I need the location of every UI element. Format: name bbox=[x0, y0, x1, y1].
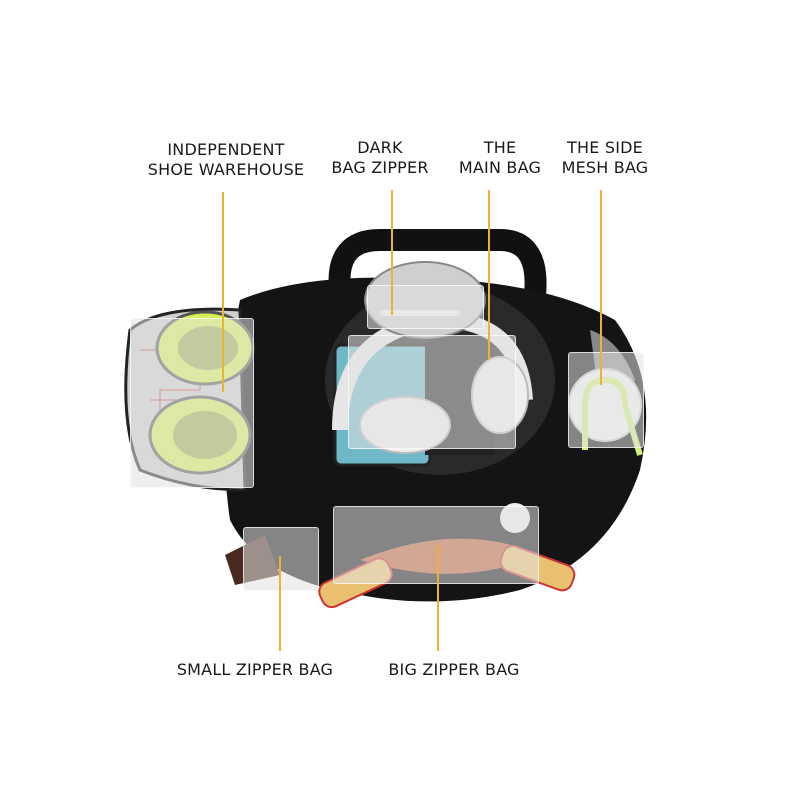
label-big-zipper-bag: BIG ZIPPER BAG bbox=[384, 660, 524, 680]
label-side-mesh-bag: THE SIDE MESH BAG bbox=[555, 138, 655, 178]
label-side-mesh-line1: THE SIDE bbox=[567, 138, 643, 157]
highlight-dark-zipper bbox=[367, 285, 484, 329]
highlight-big-zipper bbox=[333, 506, 539, 584]
highlight-shoe bbox=[130, 318, 254, 488]
label-dark-bag-zipper: DARK BAG ZIPPER bbox=[325, 138, 435, 178]
bag-handle bbox=[328, 229, 547, 296]
leader-line-main-bag bbox=[488, 190, 490, 360]
label-shoe-warehouse: INDEPENDENT SHOE WAREHOUSE bbox=[140, 140, 312, 180]
leader-line-side-mesh bbox=[600, 190, 602, 385]
highlight-main-bag bbox=[348, 335, 516, 449]
label-main-bag: THE MAIN BAG bbox=[450, 138, 550, 178]
label-shoe-line2: SHOE WAREHOUSE bbox=[147, 160, 305, 179]
leader-line-big-zipper bbox=[437, 545, 439, 651]
label-dark-zipper-line1: DARK bbox=[357, 138, 403, 157]
leader-line-shoe bbox=[222, 192, 224, 392]
label-shoe-line1: INDEPENDENT bbox=[167, 140, 285, 159]
leader-line-small-zipper bbox=[279, 556, 281, 651]
label-small-zipper-line1: SMALL ZIPPER BAG bbox=[176, 660, 334, 679]
highlight-small-zipper bbox=[243, 527, 319, 591]
leader-line-dark-zipper bbox=[391, 190, 393, 315]
label-small-zipper-bag: SMALL ZIPPER BAG bbox=[170, 660, 340, 680]
label-side-mesh-line2: MESH BAG bbox=[561, 158, 649, 177]
label-dark-zipper-line2: BAG ZIPPER bbox=[331, 158, 429, 177]
highlight-side-mesh bbox=[568, 352, 644, 448]
label-main-bag-line2: MAIN BAG bbox=[458, 158, 542, 177]
label-main-bag-line1: THE bbox=[483, 138, 517, 157]
label-big-zipper-line1: BIG ZIPPER BAG bbox=[388, 660, 520, 679]
